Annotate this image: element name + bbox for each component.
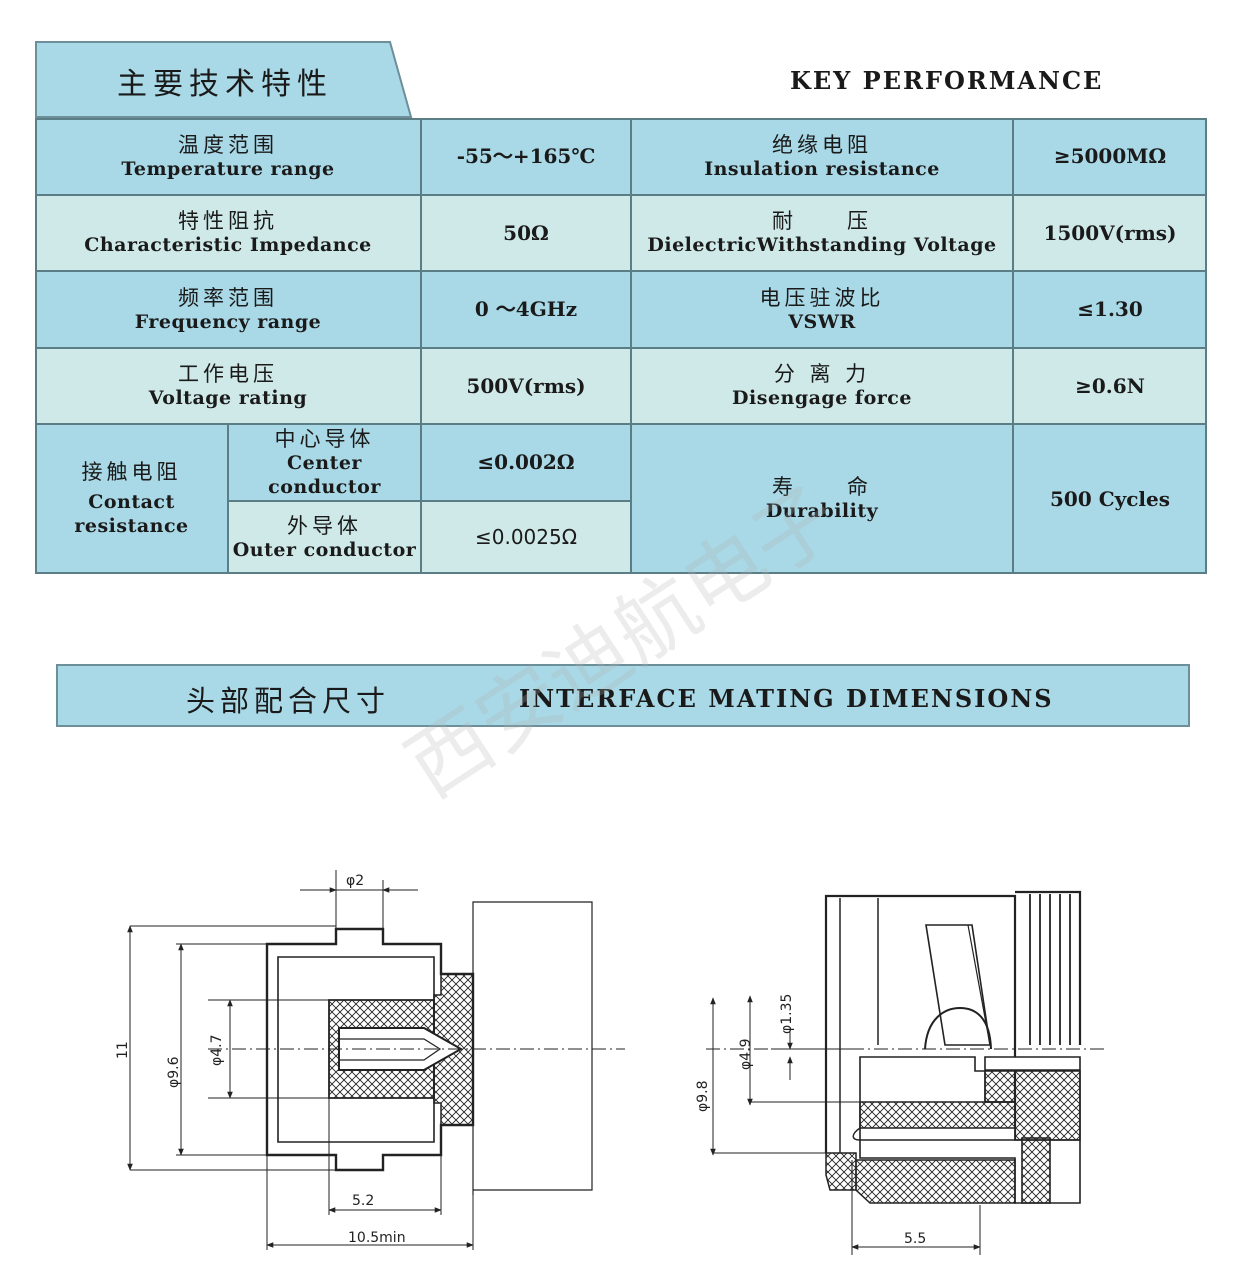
left-dimension-labels: φ2 11 φ9.6 φ4.7 5.2 10.5min xyxy=(115,873,406,1246)
dim-55: 5.5 xyxy=(904,1231,926,1247)
section-title-cn: 主要技术特性 xyxy=(117,67,333,102)
table-rule xyxy=(227,424,229,574)
table-rule xyxy=(1205,118,1207,574)
dim-phi135: φ1.35 xyxy=(779,994,795,1034)
table-rule xyxy=(1012,118,1014,574)
spec-value-disengage: ≥0.6N xyxy=(1013,348,1207,424)
table-rule xyxy=(35,118,1207,120)
dim-phi47: φ4.7 xyxy=(209,1035,225,1067)
spec-value-outer-conductor: ≤0.0025Ω xyxy=(421,501,631,574)
section-title-en: KEY PERFORMANCE xyxy=(790,66,1104,95)
spec-value-durability: 500 Cycles xyxy=(1013,424,1207,574)
table-rule xyxy=(35,572,1207,574)
dim-phi96: φ9.6 xyxy=(166,1056,182,1088)
spec-value-impedance: 50Ω xyxy=(421,195,631,271)
right-dimension-labels: φ1.35 φ4.9 φ9.8 5.5 xyxy=(695,994,926,1247)
table-rule xyxy=(420,118,422,574)
dim-105min: 10.5min xyxy=(348,1230,406,1246)
spec-value-center-conductor: ≤0.002Ω xyxy=(421,424,631,501)
spec-value-frequency: 0 ～4GHz xyxy=(421,271,631,348)
table-rule xyxy=(35,270,1207,272)
title-tab-shape xyxy=(35,41,413,118)
dimensions-title-cn: 头部配合尺寸 xyxy=(186,684,391,718)
table-rule xyxy=(228,500,631,502)
table-rule xyxy=(35,118,37,574)
dim-11: 11 xyxy=(115,1041,131,1059)
spec-value-temperature: -55～+165℃ xyxy=(421,118,631,195)
spec-value-vswr: ≤1.30 xyxy=(1013,271,1207,348)
dim-phi2: φ2 xyxy=(346,873,364,889)
spec-label-contact: 接触电阻 Contact resistance xyxy=(35,424,228,574)
table-rule xyxy=(35,194,1207,196)
dimensions-title-en: INTERFACE MATING DIMENSIONS xyxy=(519,684,1054,713)
dimensions-banner: 头部配合尺寸 INTERFACE MATING DIMENSIONS xyxy=(56,664,1190,727)
spec-value-voltage: 500V(rms) xyxy=(421,348,631,424)
section-title-tab: 主要技术特性 xyxy=(35,41,415,123)
dim-52: 5.2 xyxy=(352,1193,374,1209)
dim-phi98: φ9.8 xyxy=(695,1081,711,1113)
dim-phi49: φ4.9 xyxy=(738,1039,754,1071)
spec-value-insulation: ≥5000MΩ xyxy=(1013,118,1207,195)
table-rule xyxy=(630,118,632,574)
table-rule xyxy=(35,347,1207,349)
table-rule xyxy=(35,423,1207,425)
spec-value-withstanding: 1500V(rms) xyxy=(1013,195,1207,271)
right-connector-drawing xyxy=(706,890,1105,1255)
left-connector-drawing xyxy=(127,870,625,1250)
